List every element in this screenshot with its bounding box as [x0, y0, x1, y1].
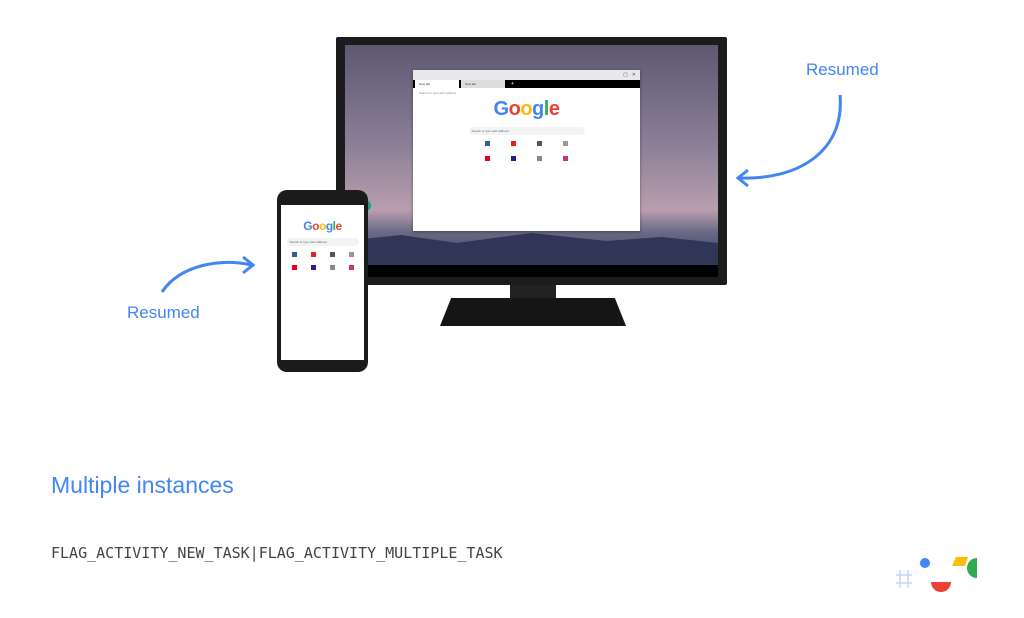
resumed-label-desktop: Resumed [806, 60, 879, 79]
phone-screen: Google Search or type web address [281, 205, 364, 360]
shortcut-tile-5[interactable] [310, 265, 316, 270]
shortcut-tile-6[interactable] [329, 265, 335, 270]
shortcut-tile-5[interactable] [511, 156, 516, 161]
shortcut-tile-3[interactable] [563, 141, 568, 146]
green-half-icon [967, 558, 977, 578]
red-semicircle-icon [931, 582, 951, 592]
shortcut-tile-2[interactable] [537, 141, 542, 146]
shortcut-tile-2[interactable] [329, 252, 335, 257]
wallpaper-hills [345, 233, 718, 265]
shortcut-tile-0[interactable] [291, 252, 297, 257]
monitor-stand-base [440, 298, 626, 326]
address-bar[interactable]: Search or type web address [419, 91, 457, 95]
yellow-shape-icon [952, 557, 968, 566]
tab-strip: New tab New tab + [413, 80, 640, 88]
arrow-to-phone [160, 261, 253, 293]
shortcut-tile-7[interactable] [348, 265, 354, 270]
google-logo: Google [493, 98, 560, 120]
shortcut-tile-6[interactable] [537, 156, 542, 161]
code-flags: FLAG_ACTIVITY_NEW_TASK|FLAG_ACTIVITY_MUL… [51, 544, 503, 562]
hash-icon [896, 570, 912, 588]
close-icon[interactable]: ✕ [631, 72, 636, 78]
arrow-to-monitor-head [735, 168, 749, 188]
desktop-browser-window: ▢✕ New tab New tab + Search or type web … [413, 70, 640, 231]
monitor-stand-neck [510, 285, 556, 299]
search-input[interactable]: Search or type web address [286, 238, 359, 246]
shortcut-tile-1[interactable] [310, 252, 316, 257]
shortcut-tile-3[interactable] [348, 252, 354, 257]
google-logo: Google [303, 219, 342, 233]
new-tab-button[interactable]: + [511, 81, 514, 87]
title-bar: ▢✕ [413, 70, 640, 80]
taskbar [345, 265, 718, 277]
shortcut-grid [281, 252, 364, 270]
resumed-label-phone: Resumed [127, 303, 200, 322]
shortcut-tile-4[interactable] [291, 265, 297, 270]
shortcut-grid [413, 141, 640, 161]
slide-heading: Multiple instances [51, 472, 234, 498]
shortcut-tile-4[interactable] [485, 156, 490, 161]
maximize-icon[interactable]: ▢ [623, 72, 628, 78]
arrow-to-monitor [739, 94, 842, 180]
io-logo [896, 557, 977, 592]
shortcut-tile-1[interactable] [511, 141, 516, 146]
tab-new-tab-2[interactable]: New tab [461, 80, 505, 88]
search-input[interactable]: Search or type web address [468, 127, 585, 135]
arrow-to-phone-head [242, 255, 256, 275]
shortcut-tile-0[interactable] [485, 141, 490, 146]
shortcut-tile-7[interactable] [563, 156, 568, 161]
tab-new-tab[interactable]: New tab [415, 80, 459, 88]
phone: Google Search or type web address [277, 190, 368, 372]
blue-dot-icon [920, 558, 930, 568]
